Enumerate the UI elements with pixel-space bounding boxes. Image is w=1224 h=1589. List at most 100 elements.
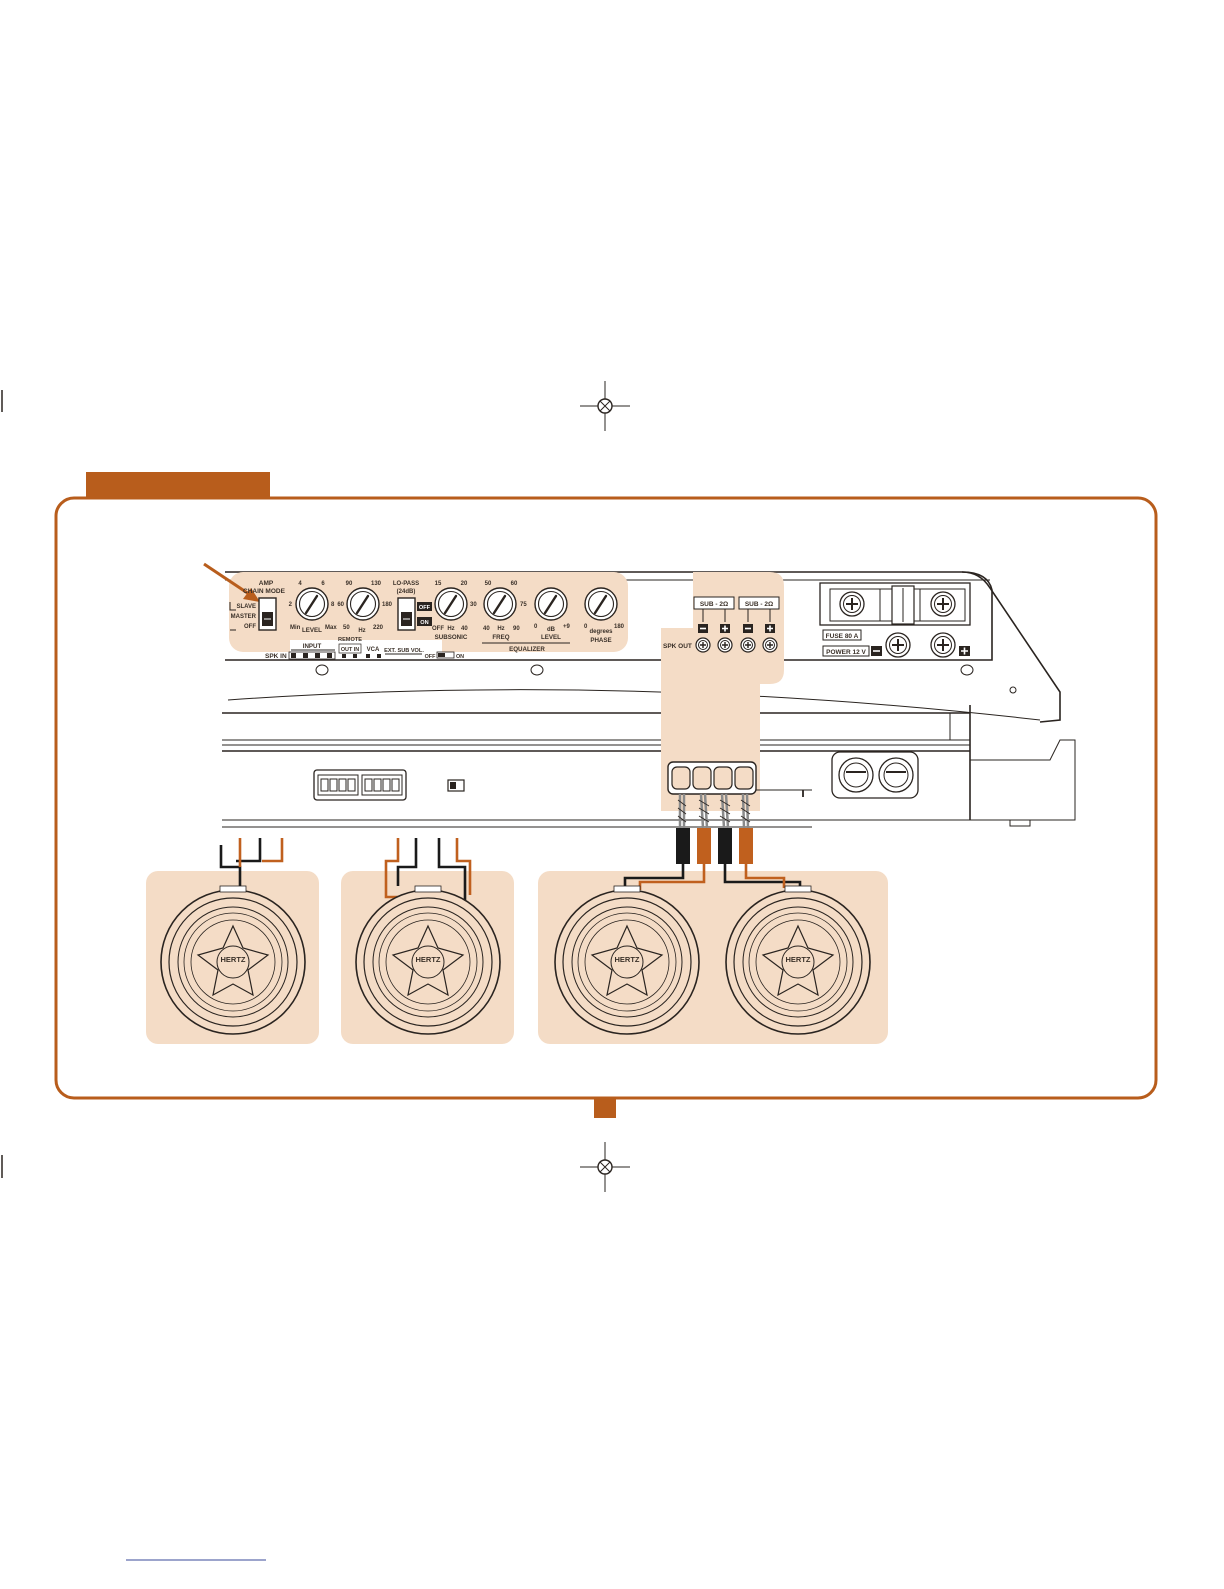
lopass-subtitle: (24dB) — [397, 589, 416, 595]
lopass-min-label: 50 — [343, 625, 350, 631]
subwoofer-1: HERTZ — [160, 885, 306, 1035]
eqlevel-min-label: 0 — [534, 624, 538, 630]
section-header-tab — [86, 472, 270, 498]
input-strip: INPUT SPK IN REMOTE OUT IN VCA EXT. SUB … — [265, 637, 464, 660]
subsonic-label: SUBSONIC — [435, 634, 468, 641]
eqlevel-label: LEVEL — [541, 634, 561, 641]
eqfreq-unit-label: Hz — [497, 626, 504, 632]
subsonic-unit-label: Hz — [447, 626, 454, 632]
subwoofer-4: HERTZ — [725, 885, 871, 1035]
subsonic-tick-30: 30 — [470, 602, 477, 608]
fuse-label: FUSE 80 A — [826, 633, 859, 640]
spk-in-terminals[interactable] — [288, 651, 336, 660]
phase-knob[interactable]: 0 degrees 180 PHASE — [584, 587, 625, 644]
subwoofer-3: HERTZ — [554, 885, 700, 1035]
registration-mark-bottom — [580, 1142, 630, 1192]
amp-chain-master-label: MASTER — [231, 614, 257, 620]
lopass-tick-130: 130 — [371, 581, 382, 587]
control-panel-highlight — [229, 572, 628, 652]
cable-sleeves — [676, 828, 753, 864]
eqfreq-tick-50: 50 — [485, 581, 492, 587]
vca-label: VCA — [367, 647, 380, 653]
speaker-1-wires — [219, 838, 284, 886]
ext-sub-vol-off-label: OFF — [425, 654, 436, 660]
power-block: FUSE 80 A POWER 12 V — [819, 582, 971, 658]
lopass-tick-90: 90 — [346, 581, 353, 587]
fuse-screw-left[interactable] — [839, 591, 865, 617]
amp-chain-off-label: OFF — [244, 624, 256, 630]
eqlevel-max-label: +9 — [563, 624, 571, 630]
subsonic-max-label: 40 — [461, 626, 468, 632]
braided-cables — [677, 793, 751, 829]
registration-mark-top — [580, 381, 630, 431]
speaker-output-plug[interactable] — [667, 761, 757, 795]
spk-out-screw-3[interactable] — [740, 637, 756, 653]
remote-out-in-label: OUT IN — [341, 647, 359, 653]
ext-sub-vol-label: EXT. SUB VOL. — [384, 648, 424, 654]
eq-level-knob[interactable]: 0 dB +9 LEVEL — [534, 587, 571, 641]
spk-out-screw-2[interactable] — [717, 637, 733, 653]
vca-terminal-1[interactable] — [366, 654, 370, 658]
level-tick-8: 8 — [331, 602, 335, 608]
power-12v-screw[interactable] — [930, 632, 956, 658]
subsonic-tick-20: 20 — [461, 581, 468, 587]
lopass-off-badge: OFF — [419, 605, 431, 611]
speaker-1-brand-label: HERTZ — [221, 955, 246, 964]
link-connector[interactable] — [313, 769, 407, 801]
ext-sub-vol-on-label: ON — [456, 654, 464, 660]
speaker-3-brand-label: HERTZ — [615, 955, 640, 964]
phase-max-label: 180 — [614, 624, 625, 630]
remote-label: REMOTE — [338, 637, 362, 643]
pointer-arrow-icon — [203, 562, 260, 602]
level-min-label: Min — [290, 625, 301, 631]
subsonic-knob[interactable]: 15 20 30 OFF Hz 40 SUBSONIC — [432, 581, 477, 641]
level-tick-4: 4 — [298, 581, 302, 587]
lopass-on-badge: ON — [420, 620, 428, 626]
amp-chain-title: AMP — [259, 580, 274, 587]
equalizer-label: EQUALIZER — [509, 646, 545, 653]
ext-sub-vol-switch[interactable] — [436, 651, 455, 659]
remote-in-terminal[interactable] — [353, 654, 357, 658]
lopass-unit-label: Hz — [358, 628, 365, 634]
page-number-tab — [594, 1098, 616, 1118]
level-knob[interactable]: 4 6 2 8 Min Max LEVEL — [289, 581, 338, 634]
spk-out-label: SPK OUT — [663, 643, 692, 650]
speaker-output-block: SUB - 2Ω SUB - 2Ω SPK OUT — [663, 596, 780, 653]
subsonic-min-label: OFF — [432, 626, 444, 632]
eqfreq-label: FREQ — [492, 634, 509, 641]
remote-out-terminal[interactable] — [342, 654, 346, 658]
sub-left-label: SUB - 2Ω — [700, 601, 728, 608]
eqfreq-max-label: 90 — [513, 626, 520, 632]
level-tick-6: 6 — [321, 581, 325, 587]
lopass-tick-60: 60 — [337, 602, 344, 608]
eqlevel-unit-label: dB — [547, 627, 556, 633]
lopass-switch[interactable]: LO-PASS (24dB) OFF ON — [393, 581, 432, 631]
speaker-2-brand-label: HERTZ — [416, 955, 441, 964]
power-label: POWER 12 V — [826, 649, 866, 656]
lopass-title: LO-PASS — [393, 581, 419, 587]
eqfreq-min-label: 40 — [483, 626, 490, 632]
phase-label: PHASE — [590, 637, 611, 644]
power-cable-sockets[interactable] — [831, 751, 919, 799]
eq-freq-knob[interactable]: 50 60 75 40 Hz 90 FREQ — [483, 581, 527, 641]
amp-chain-mode-switch[interactable]: AMP CHAIN MODE SLAVE MASTER OFF — [229, 580, 286, 631]
spk-out-screw-1[interactable] — [695, 637, 711, 653]
spk-in-label: SPK IN — [265, 653, 287, 660]
power-ground-screw[interactable] — [885, 632, 911, 658]
phase-min-label: 0 — [584, 624, 588, 630]
speaker-output-highlight — [661, 572, 784, 811]
lopass-frequency-knob[interactable]: 90 130 60 180 50 Hz 220 — [337, 581, 392, 634]
level-max-label: Max — [325, 625, 337, 631]
spk-out-screw-4[interactable] — [762, 637, 778, 653]
speaker-4-brand-label: HERTZ — [786, 955, 811, 964]
side-switch[interactable] — [447, 779, 465, 792]
eqfreq-tick-60: 60 — [511, 581, 518, 587]
amplifier-body — [222, 571, 1076, 828]
fuse-screw-right[interactable] — [930, 591, 956, 617]
vca-terminal-2[interactable] — [377, 654, 381, 658]
subwoofer-2: HERTZ — [355, 885, 501, 1035]
phase-unit-label: degrees — [589, 629, 613, 635]
amp-chain-subtitle: CHAIN MODE — [243, 588, 286, 595]
input-label: INPUT — [303, 643, 322, 650]
